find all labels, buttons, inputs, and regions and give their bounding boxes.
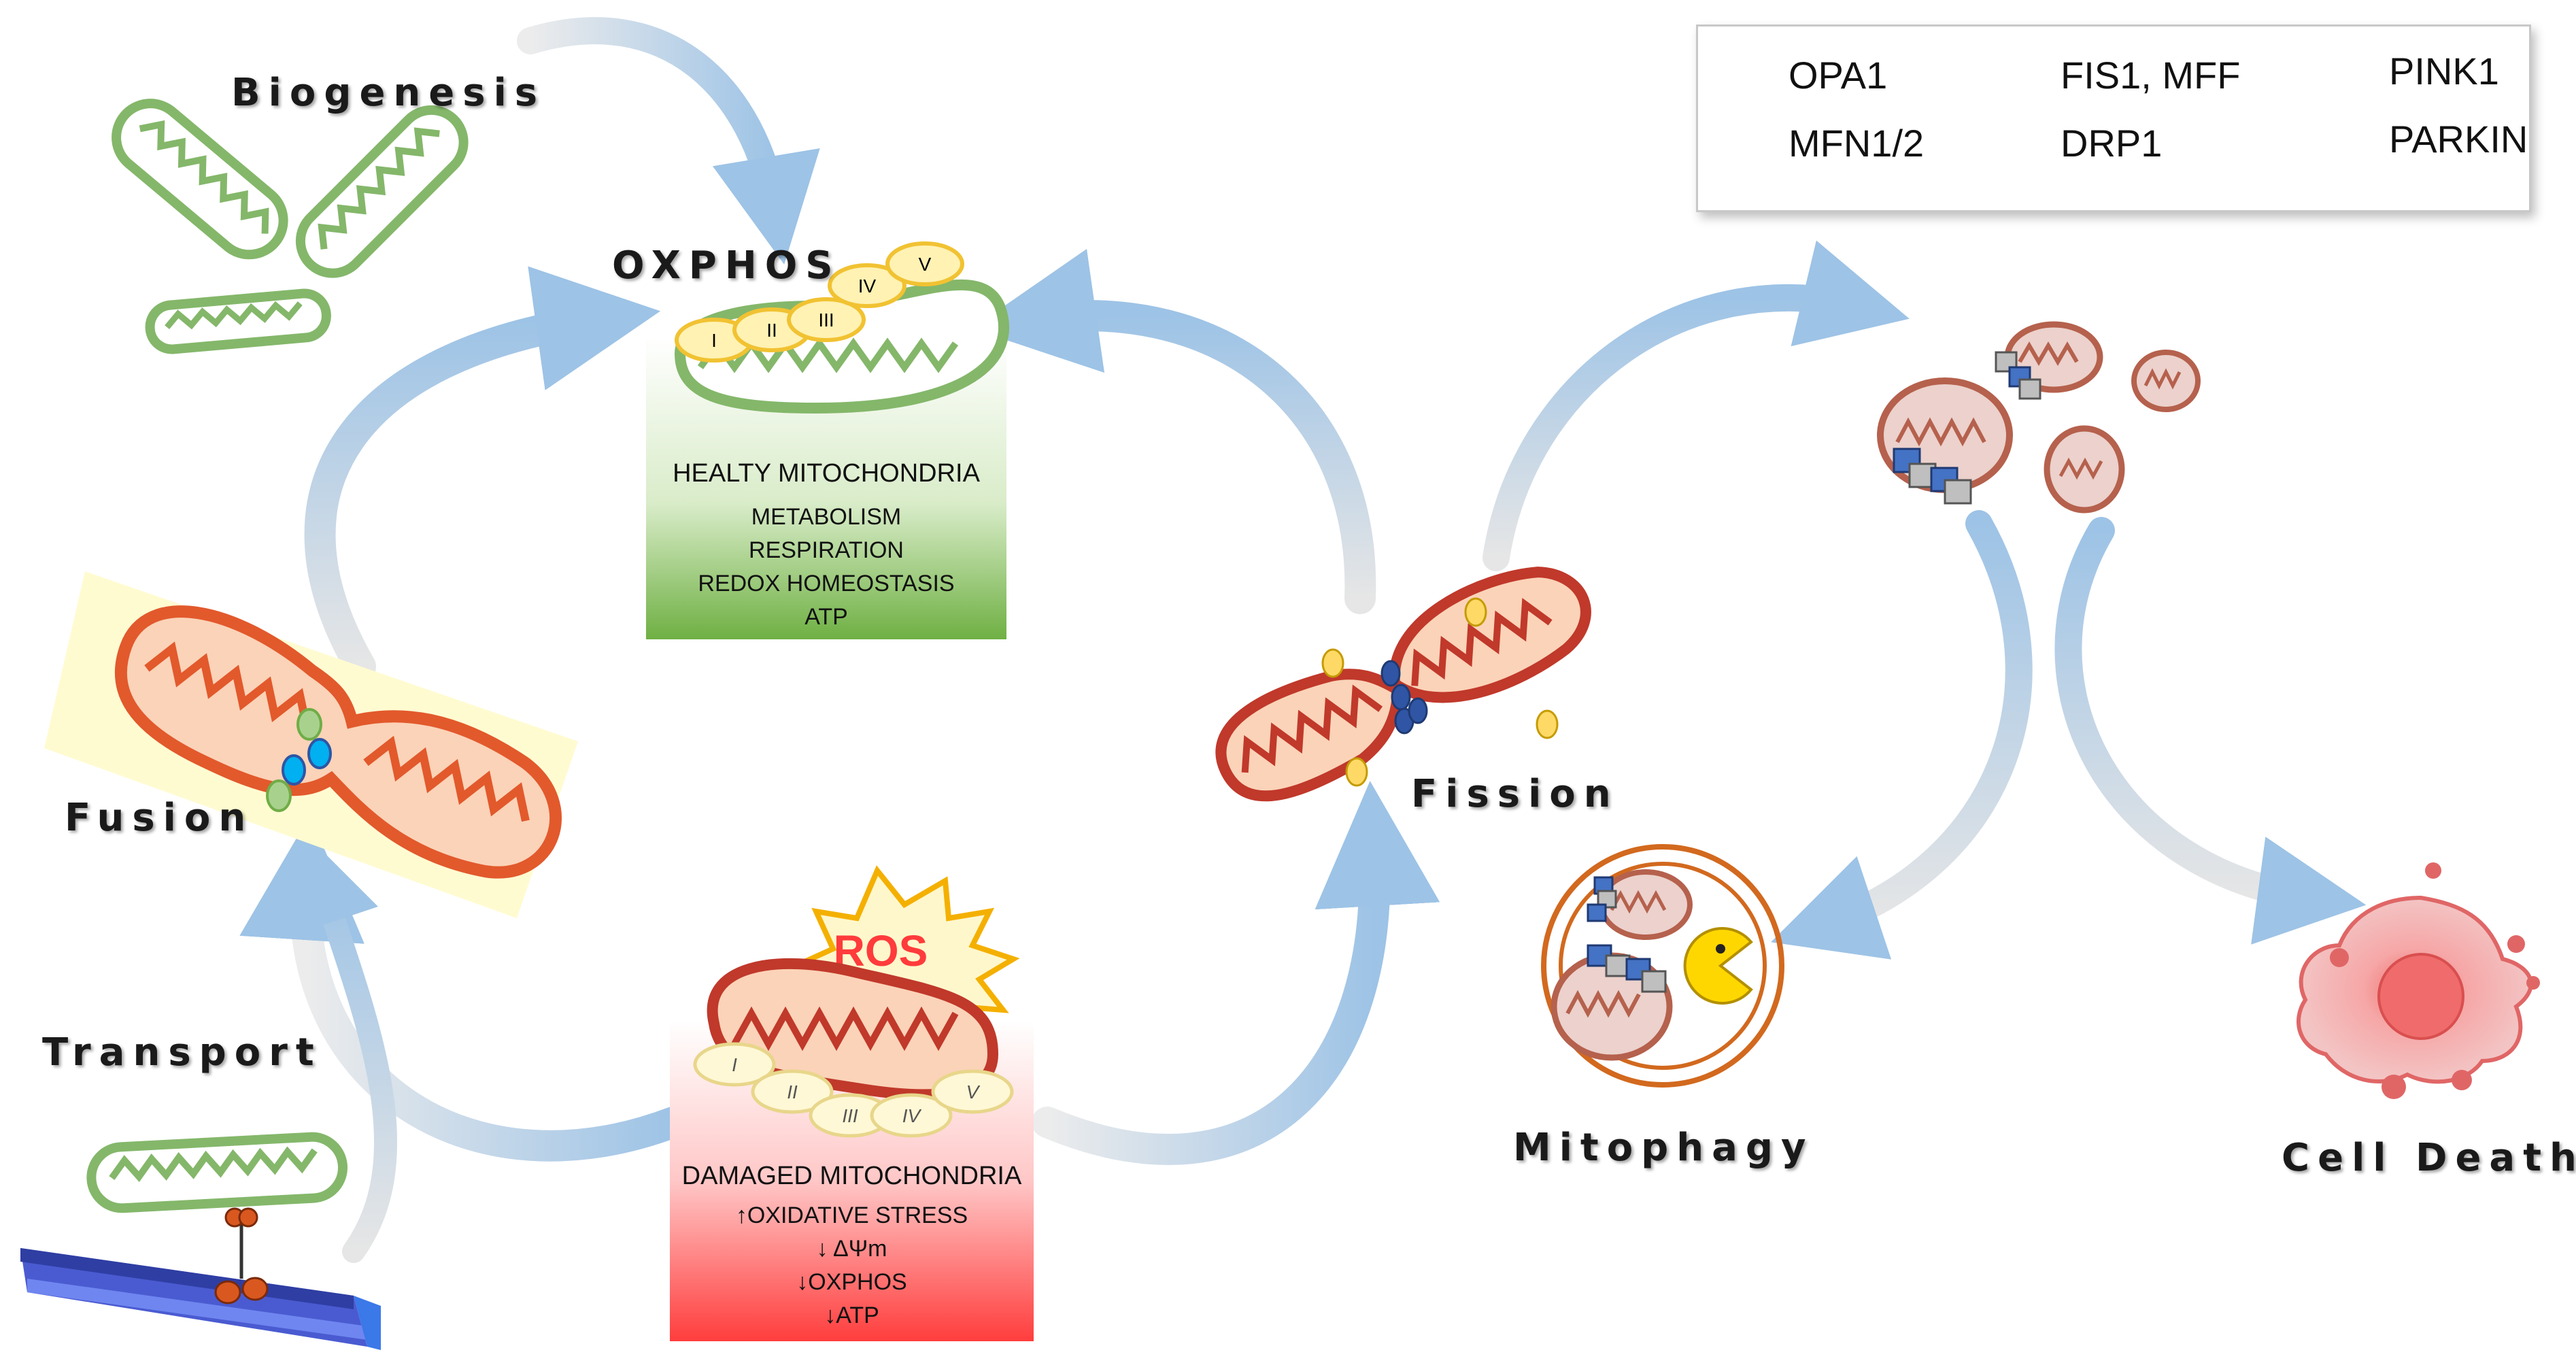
damaged-complex-label: V (966, 1081, 981, 1103)
healthy-line: REDOX HOMEOSTASIS (698, 571, 955, 596)
legend-label-drp1: DRP1 (2061, 122, 2163, 165)
damaged-title: DAMAGED MITOCHONDRIA (681, 1162, 1022, 1190)
transport-label: Transport (42, 1030, 322, 1075)
damaged-line: ↓OXPHOS (796, 1269, 907, 1295)
fusion-label: Fusion (65, 796, 254, 840)
fission-to-damaged-pool-arrow (1482, 240, 1910, 571)
damaged-complexes: I II III IV V (693, 1042, 1014, 1138)
damaged-complex-label: III (842, 1105, 858, 1126)
fission-to-oxphos-arrow (971, 248, 1376, 614)
healthy-complex-label: III (818, 309, 834, 331)
opa1-marker (307, 738, 332, 769)
damaged-to-fusion-arrow (239, 815, 689, 1162)
pool-to-mitophagy-arrow (1771, 510, 2033, 960)
legend-label-opa1: OPA1 (1789, 54, 1888, 97)
healthy-complex-label: V (919, 254, 932, 275)
healthy-title: HEALTY MITOCHONDRIA (673, 459, 980, 488)
healthy-line: RESPIRATION (749, 537, 904, 563)
motor-protein (214, 1207, 269, 1305)
healthy-line: METABOLISM (751, 504, 902, 530)
biogenesis-arrow (517, 17, 820, 265)
healthy-complex-label: IV (858, 275, 877, 297)
legend (1696, 24, 2531, 212)
damaged-line: ↑OXIDATIVE STRESS (735, 1202, 968, 1228)
mfn-marker (266, 779, 292, 812)
healthy-complexes: I II III IV V (675, 241, 964, 363)
fragmented-mitochondria (1877, 321, 2201, 514)
dying-cell (2297, 862, 2540, 1099)
cell-death-label: Cell Death (2282, 1136, 2576, 1180)
damaged-text: DAMAGED MITOCHONDRIA ↑OXIDATIVE STRESS ↓… (670, 1162, 1034, 1332)
healthy-complex-label: I (711, 330, 717, 351)
fusion-panel (44, 571, 578, 918)
fission-label: Fission (1411, 772, 1619, 816)
transport-illustration (20, 1132, 381, 1350)
damaged-complex-label: I (732, 1054, 737, 1075)
mitophagy-label: Mitophagy (1513, 1126, 1814, 1170)
biogenesis-mitochondria (112, 99, 469, 354)
cycle-arrows (239, 17, 2367, 1263)
mfn-marker (296, 708, 322, 741)
pool-to-cell-death-arrow (2054, 517, 2367, 945)
healthy-text: HEALTY MITOCHONDRIA METABOLISM RESPIRATI… (646, 459, 1006, 634)
legend-label-pink1: PINK1 (2389, 50, 2499, 92)
damaged-complex-label: IV (902, 1105, 922, 1126)
damaged-complex-label: II (787, 1081, 798, 1103)
opa1-marker (282, 754, 306, 786)
transport-to-fusion-arrow (290, 833, 397, 1263)
oxphos-label: OXPHOS (612, 243, 841, 288)
damaged-line: ↓ ΔΨm (816, 1236, 887, 1262)
damaged-to-fission-arrow (1032, 781, 1440, 1165)
healthy-line: ATP (804, 604, 848, 630)
lysosome-pacman-icon (1683, 927, 1753, 1005)
legend-label-parkin: PARKIN (2389, 118, 2528, 161)
fission-illustration (1215, 567, 1591, 802)
biogenesis-label: Biogenesis (231, 71, 546, 115)
healthy-complex-label: II (766, 320, 777, 341)
legend-label-mfn12: MFN1/2 (1789, 122, 1925, 165)
fusion-to-oxphos-arrow (304, 266, 661, 682)
damaged-line: ↓ATP (824, 1302, 879, 1328)
microtubule (20, 1248, 381, 1350)
autophagosome (1541, 844, 1784, 1088)
legend-label-fis1-mff: FIS1, MFF (2061, 54, 2241, 97)
